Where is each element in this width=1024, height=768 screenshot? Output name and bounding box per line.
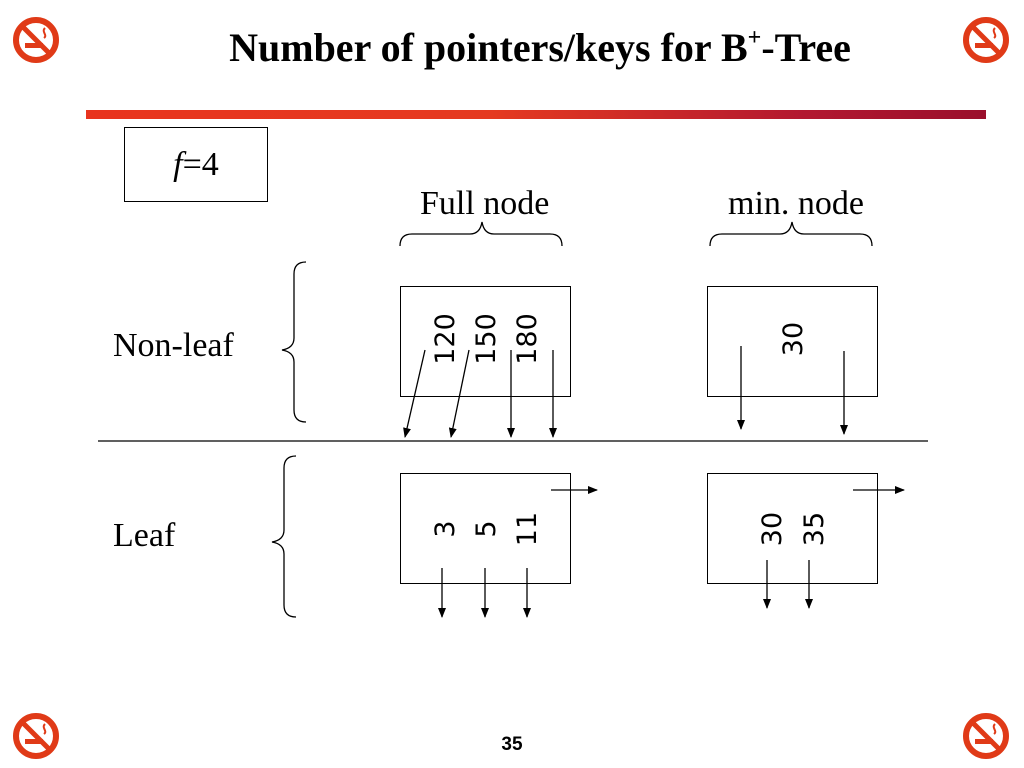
leaf-min-node — [707, 473, 878, 584]
full-node-label: Full node — [420, 185, 550, 222]
nonleaf-min-node — [707, 286, 878, 397]
leaf-brace — [271, 455, 297, 618]
fanout-value: =4 — [182, 145, 219, 183]
no-smoking-icon — [13, 17, 59, 63]
non-leaf-label: Non-leaf — [113, 327, 234, 364]
fanout-box: f=4 — [124, 127, 268, 202]
node-key: 30 — [757, 511, 788, 547]
node-key: 5 — [471, 520, 502, 538]
node-key: 180 — [512, 313, 543, 365]
pointer-arrow — [448, 349, 470, 438]
min-node-brace — [709, 221, 873, 247]
title-superscript: + — [747, 25, 762, 51]
leaf-label: Leaf — [113, 517, 176, 554]
fanout-variable: f — [173, 145, 183, 183]
node-key: 150 — [471, 313, 502, 365]
title-underline-bar — [86, 110, 986, 119]
node-key: 30 — [778, 321, 809, 357]
leaf-full-node — [400, 473, 571, 584]
min-node-label: min. node — [728, 185, 864, 222]
no-smoking-icon — [963, 17, 1009, 63]
pointer-arrow — [403, 349, 426, 438]
no-smoking-icon — [13, 713, 59, 759]
slide-title: Number of pointers/keys for B+-Tree — [100, 20, 980, 76]
title-tail: -Tree — [761, 25, 851, 70]
page-number: 35 — [501, 734, 523, 755]
non-leaf-brace — [281, 261, 307, 423]
nonleaf-full-node — [400, 286, 571, 397]
node-key: 120 — [430, 313, 461, 365]
node-key: 11 — [512, 511, 543, 547]
node-key: 3 — [430, 520, 461, 538]
no-smoking-icon — [963, 713, 1009, 759]
node-key: 35 — [799, 511, 830, 547]
title-main: Number of pointers/keys for B — [229, 25, 748, 70]
full-node-brace — [399, 221, 563, 247]
